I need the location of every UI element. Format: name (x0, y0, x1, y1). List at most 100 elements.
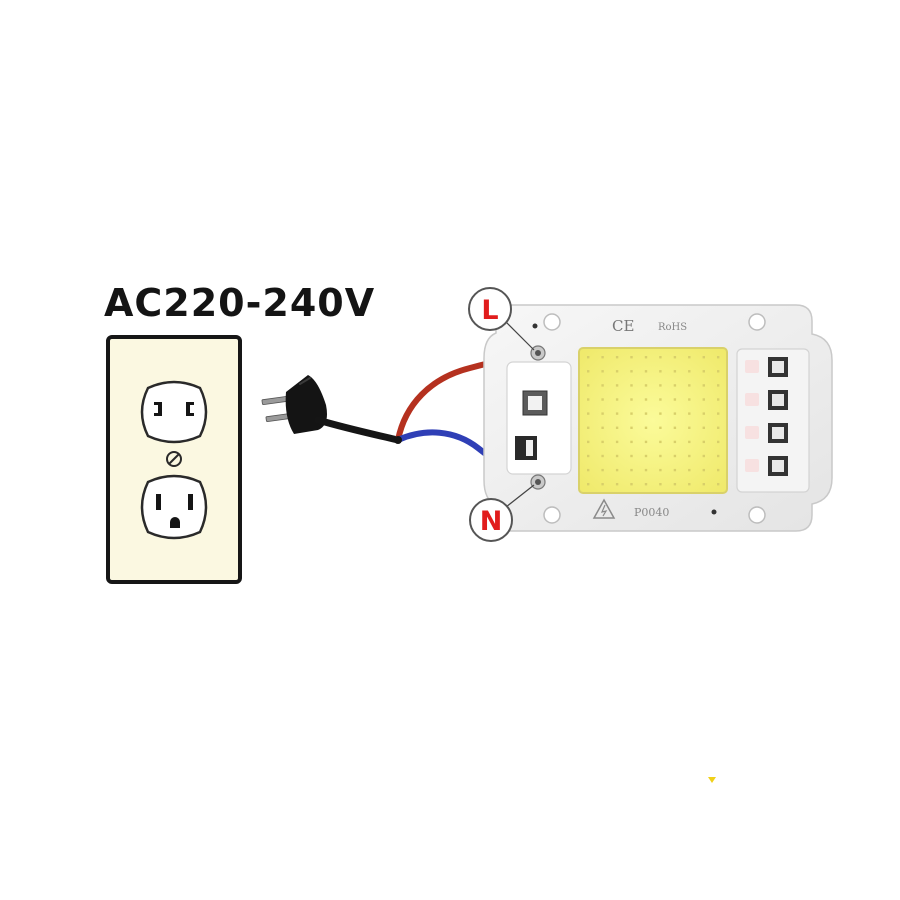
led-dot (601, 454, 604, 458)
led-grid (587, 356, 720, 486)
led-dot (702, 412, 705, 415)
led-dot (659, 412, 662, 415)
mount-hole (543, 506, 561, 524)
mount-hole (748, 313, 766, 331)
neutral-terminal-letter: N (480, 506, 503, 537)
mount-hole (543, 313, 561, 331)
led-dot (644, 370, 648, 373)
led-dot (659, 468, 662, 472)
led-dot (644, 398, 648, 401)
wall-outlet (106, 335, 242, 584)
neutral-terminal-label: N (469, 484, 535, 542)
led-dot (673, 398, 677, 401)
led-dot (688, 384, 691, 387)
live-terminal-label: L (468, 287, 535, 351)
stray-mark (708, 777, 716, 783)
led-dot (587, 426, 590, 429)
led-dot (601, 440, 604, 444)
plug (261, 375, 327, 434)
led-dot (644, 454, 648, 458)
led-dot (615, 384, 619, 387)
led-dot (587, 412, 590, 415)
led-dot (702, 468, 705, 472)
led-dot (717, 370, 720, 373)
led-dot (673, 384, 677, 387)
led-dot (673, 412, 677, 415)
led-dot (630, 454, 633, 458)
led-dot (659, 370, 662, 373)
led-dot (615, 454, 619, 458)
rohs-mark: RoHS (658, 322, 687, 333)
ce-mark: CE (612, 317, 634, 335)
led-dot (615, 412, 619, 415)
led-dot (615, 356, 619, 359)
led-dot (601, 468, 604, 472)
led-dot (673, 440, 677, 444)
led-dot (659, 356, 662, 359)
led-dot (615, 468, 619, 472)
led-dot (702, 370, 705, 373)
led-dot (688, 454, 691, 458)
led-dot (688, 398, 691, 401)
led-dot (644, 468, 648, 472)
mount-hole (748, 506, 766, 524)
led-dot (601, 370, 604, 373)
led-dot (615, 398, 619, 401)
led-dot (702, 454, 705, 458)
led-dot (659, 454, 662, 458)
led-dot (717, 468, 720, 472)
led-dot (702, 483, 705, 486)
led-dot (688, 440, 691, 444)
high-voltage-warning-icon (592, 498, 616, 519)
led-dot (717, 412, 720, 415)
lower-receptacle (140, 474, 208, 540)
led-dot (630, 412, 633, 415)
led-dot (673, 483, 677, 486)
live-terminal-letter: L (481, 295, 498, 326)
led-dot (659, 426, 662, 429)
led-dot (673, 454, 677, 458)
led-dot (659, 384, 662, 387)
led-dot (601, 483, 604, 486)
led-dot (673, 370, 677, 373)
led-dot (630, 426, 633, 429)
led-dot (717, 356, 720, 359)
led-dot (615, 370, 619, 373)
led-dot (702, 440, 705, 444)
led-dot (615, 426, 619, 429)
led-dot (644, 412, 648, 415)
led-dot (717, 440, 720, 444)
led-dot (688, 356, 691, 359)
led-dot (688, 412, 691, 415)
led-dot (673, 426, 677, 429)
led-dot (702, 384, 705, 387)
led-dot (717, 426, 720, 429)
led-dot (630, 370, 633, 373)
led-dot (659, 440, 662, 444)
led-dot (644, 384, 648, 387)
led-dot (644, 356, 648, 359)
led-dot (601, 356, 604, 359)
led-dot (702, 426, 705, 429)
led-dot (587, 384, 590, 387)
led-dot (717, 384, 720, 387)
led-dot (717, 454, 720, 458)
led-dot (601, 426, 604, 429)
led-dot (644, 426, 648, 429)
led-dot (630, 398, 633, 401)
upper-receptacle (140, 380, 208, 444)
led-dot (630, 468, 633, 472)
led-dot (659, 398, 662, 401)
led-dot (717, 483, 720, 486)
cob-led-chip: CE RoHS P0040 (483, 304, 833, 532)
led-dot (587, 483, 590, 486)
led-dot (587, 356, 590, 359)
led-dot (673, 356, 677, 359)
led-dot (587, 398, 590, 401)
power-cord (314, 416, 402, 444)
led-dot (659, 483, 662, 486)
led-dot (673, 468, 677, 472)
led-dot (688, 426, 691, 429)
driver-section (506, 361, 572, 475)
